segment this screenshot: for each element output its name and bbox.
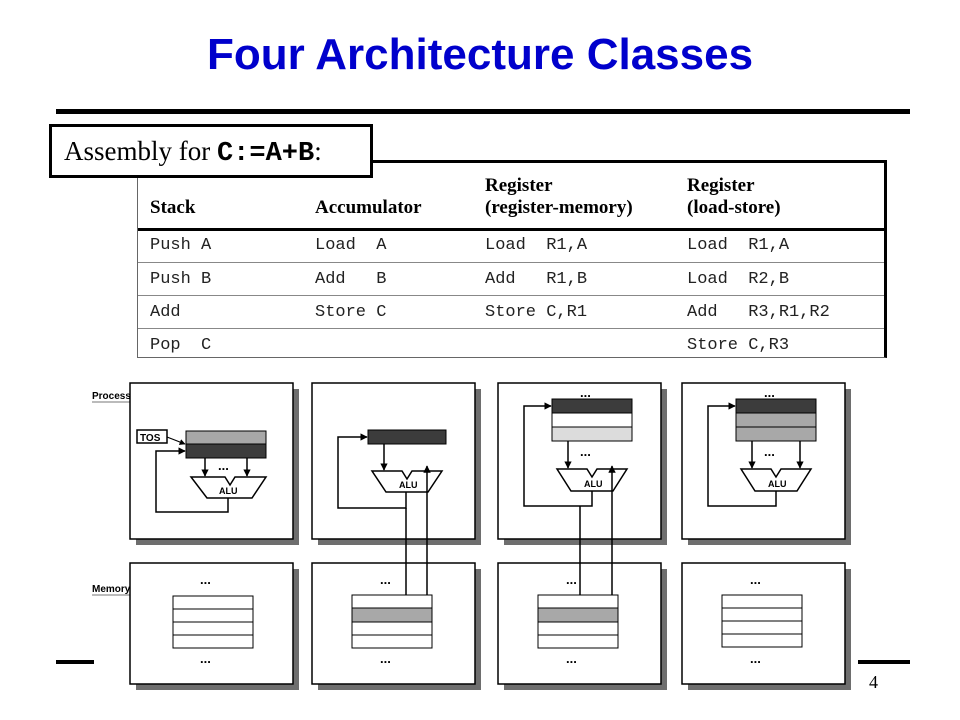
memory-cell-highlight (537, 607, 619, 623)
row-divider (138, 295, 884, 296)
memory-ellipsis: ... (380, 651, 391, 666)
table-cell: Load R1,A (485, 236, 588, 255)
register-cell (735, 412, 817, 428)
memory-cell-highlight (351, 607, 433, 623)
processor-label: Processor (92, 391, 141, 402)
register-cell (735, 426, 817, 442)
row-divider (138, 262, 884, 263)
table-cell: Load A (315, 236, 387, 255)
accumulator-architecture: ALU ... ... (337, 429, 447, 666)
table-cell: Load R2,B (687, 270, 790, 289)
memory-ellipsis: ... (566, 651, 577, 666)
alu-label: ALU (584, 479, 603, 489)
header-register-memory: (register-memory) (485, 197, 633, 218)
alu-shape (189, 476, 268, 499)
memory-ellipsis: ... (380, 572, 391, 587)
title-rule (56, 109, 910, 114)
header-load-store: (load-store) (687, 197, 781, 218)
stack-ellipsis: ... (218, 458, 229, 473)
stack-top-cell (185, 443, 267, 459)
slide-title: Four Architecture Classes (206, 30, 754, 79)
tos-label: TOS (140, 433, 161, 444)
table-cell: Add (150, 303, 181, 322)
table-cell: Load R1,A (687, 236, 790, 255)
memory-ellipsis: ... (750, 651, 761, 666)
footer-rule-left (56, 660, 94, 664)
register-ellipsis: ... (764, 444, 775, 459)
accumulator-register (367, 429, 447, 445)
register-cell (551, 412, 633, 428)
processor-panel-accumulator (311, 382, 481, 545)
assembly-caption: Assembly for C:=A+B: (49, 124, 373, 178)
register-memory-architecture: ... ... ALU ... ... (523, 385, 633, 666)
header-register-memory-line1: Register (485, 175, 553, 196)
load-store-architecture: ... ... ALU ... ... (707, 385, 817, 666)
register-ellipsis: ... (580, 444, 591, 459)
assembly-caption-code: C:=A+B (216, 139, 315, 169)
processor-panel-stack (129, 382, 299, 545)
register-cell (551, 398, 633, 414)
memory-ellipsis: ... (200, 651, 211, 666)
table-cell: Add R3,R1,R2 (687, 303, 830, 322)
memory-ellipsis: ... (200, 572, 211, 587)
alu-label: ALU (219, 486, 238, 496)
table-cell: Add B (315, 270, 387, 289)
memory-panel-stack (129, 562, 299, 690)
table-cell: Pop C (150, 336, 212, 355)
header-load-store-line1: Register (687, 175, 755, 196)
assembly-caption-suffix: : (314, 136, 322, 166)
register-cell (551, 426, 633, 442)
row-divider (138, 328, 884, 329)
memory-ellipsis: ... (750, 572, 761, 587)
page-number: 4 (869, 672, 878, 692)
register-ellipsis: ... (580, 385, 591, 400)
stack-cell (185, 430, 267, 445)
memory-ellipsis: ... (566, 572, 577, 587)
header-accumulator: Accumulator (315, 197, 422, 218)
alu-label: ALU (768, 479, 787, 489)
footer-rule-right (858, 660, 910, 664)
stack-architecture: TOS ... ALU ... ... (136, 429, 268, 666)
table-cell: Store C,R1 (485, 303, 588, 322)
tos-box (136, 429, 168, 444)
register-ellipsis: ... (764, 385, 775, 400)
table-cell: Add R1,B (485, 270, 588, 289)
alu-shape (739, 468, 813, 492)
table-cell: Push B (150, 270, 212, 289)
table-cell: Store C (315, 303, 387, 322)
table-cell: Push A (150, 236, 212, 255)
memory-label: Memory (92, 584, 131, 595)
header-divider (138, 228, 884, 231)
register-cell (735, 398, 817, 414)
assembly-caption-prefix: Assembly for (64, 136, 217, 166)
table-cell: Store C,R3 (687, 336, 790, 355)
header-stack: Stack (150, 197, 196, 218)
alu-label: ALU (399, 480, 418, 490)
instruction-table: Stack Accumulator Register (register-mem… (137, 160, 887, 358)
